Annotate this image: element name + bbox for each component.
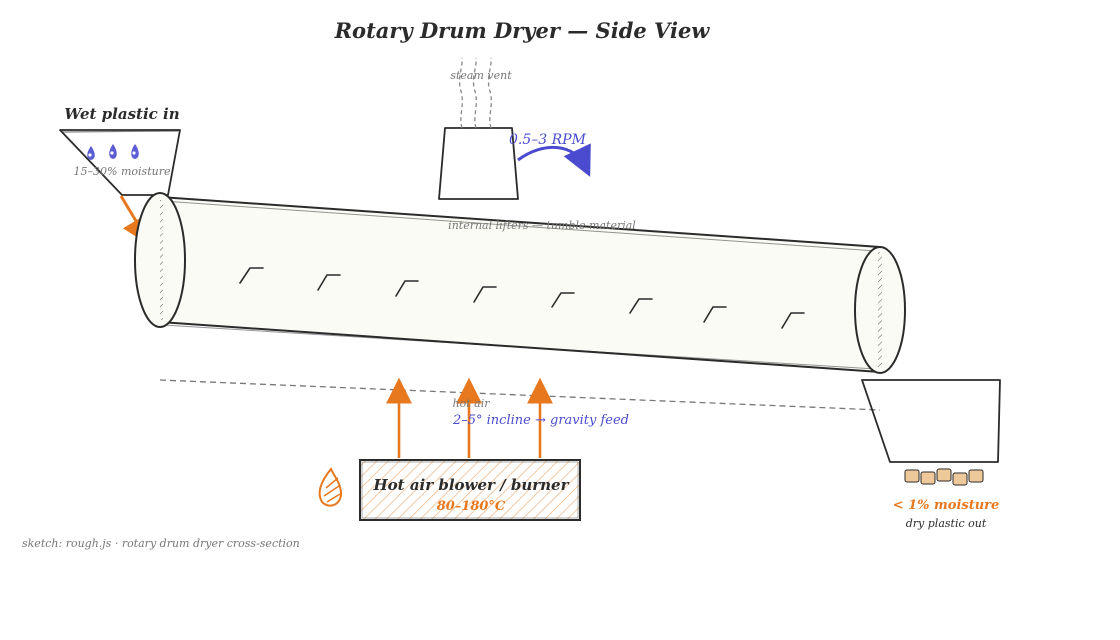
drum bbox=[134, 192, 906, 374]
pellet-icon bbox=[904, 468, 984, 486]
burner bbox=[359, 459, 581, 521]
lifters-label: internal lifters — tumble material bbox=[448, 219, 636, 232]
dry-moisture-label: < 1% moisture bbox=[893, 498, 1000, 513]
internal-lifters bbox=[239, 267, 805, 329]
wet-moisture-label: 15–30% moisture bbox=[74, 165, 171, 178]
incline-label: 2–5° incline → gravity feed bbox=[452, 413, 629, 428]
footer-caption: sketch: rough.js · rotary drum dryer cro… bbox=[22, 537, 300, 550]
steam-vent-label: steam vent bbox=[450, 69, 512, 82]
rpm-label: 0.5–3 RPM bbox=[509, 132, 587, 148]
rotation-arrow bbox=[517, 143, 591, 177]
burner-temp-label: 80–180°C bbox=[437, 499, 506, 514]
burner-label: Hot air blower / burner bbox=[373, 476, 570, 494]
hot-air-label: hot air bbox=[453, 397, 491, 410]
hot-air-arrows bbox=[386, 377, 553, 458]
wet-plastic-in-label: Wet plastic in bbox=[64, 105, 179, 123]
diagram-title: Rotary Drum Dryer — Side View bbox=[334, 18, 711, 43]
steam-vent bbox=[458, 57, 492, 129]
input-hopper bbox=[59, 129, 181, 196]
flame-icon bbox=[318, 467, 343, 507]
output-bin bbox=[861, 379, 1001, 463]
water-drop-icon bbox=[87, 144, 139, 160]
dry-plastic-out-label: dry plastic out bbox=[906, 517, 987, 530]
drive-motor bbox=[438, 127, 519, 200]
incline-reference-line bbox=[159, 379, 881, 411]
